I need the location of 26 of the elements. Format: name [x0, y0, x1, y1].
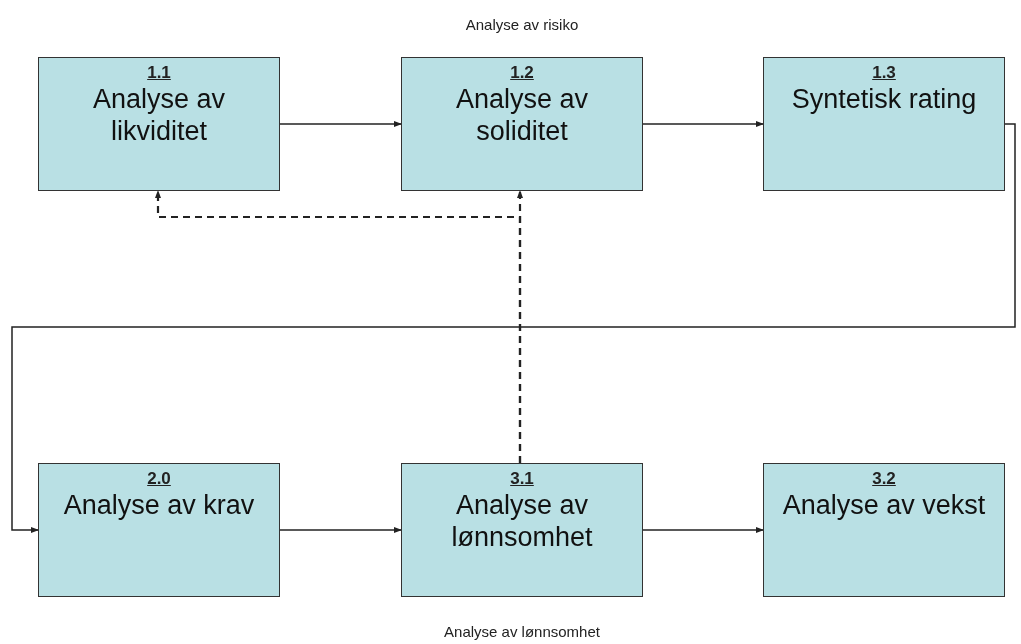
process-box: [38, 463, 280, 597]
arrow: [642, 527, 764, 533]
process-box: [763, 463, 1005, 597]
step-title: Analyse av lønnsomhet: [450, 489, 594, 554]
process-box: [38, 57, 280, 191]
step-number: 1.2: [510, 62, 534, 84]
step-title: Analyse av krav: [62, 489, 256, 522]
process-box: [763, 57, 1005, 191]
arrow: [279, 121, 402, 127]
step-title: Analyse av soliditet: [454, 83, 590, 148]
diagram-caption: Analyse av lønnsomhet: [443, 622, 601, 642]
step-number: 1.3: [872, 62, 896, 84]
arrow: [279, 527, 402, 533]
step-number: 2.0: [147, 468, 171, 490]
diagram-title: Analyse av risiko: [464, 15, 580, 35]
step-number: 3.1: [510, 468, 534, 490]
step-title: Analyse av vekst: [781, 489, 987, 522]
step-number: 3.2: [872, 468, 896, 490]
process-box: [401, 57, 643, 191]
step-number: 1.1: [147, 62, 171, 84]
process-box: [401, 463, 643, 597]
step-title: Syntetisk rating: [790, 83, 978, 116]
arrow: [11, 123, 1016, 533]
arrow: [642, 121, 764, 127]
dashed-arrow: [155, 190, 522, 463]
step-title: Analyse av likviditet: [91, 83, 227, 148]
